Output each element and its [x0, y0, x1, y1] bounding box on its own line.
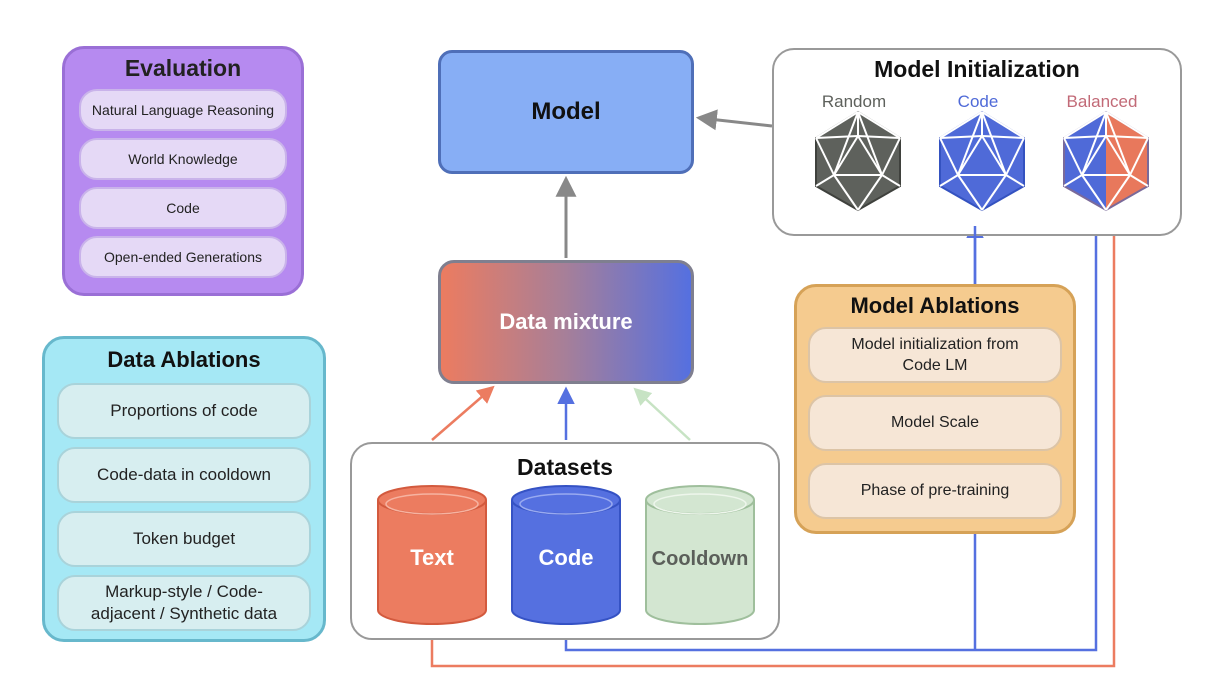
data-ablations-panel: Data Ablations Proportions of code Code-… [42, 336, 326, 642]
arrow-cooldown-to-mixture [633, 387, 691, 441]
code-init-icosahedron-icon [939, 110, 1025, 212]
text-cylinder: Text [377, 485, 487, 625]
evaluation-item-reasoning: Natural Language Reasoning [79, 89, 287, 131]
evaluation-item-open-ended: Open-ended Generations [79, 236, 287, 278]
evaluation-title: Evaluation [124, 55, 242, 81]
evaluation-item-code: Code [79, 187, 287, 229]
model-ablation-model-scale: Model Scale [808, 395, 1062, 451]
text-cylinder-label: Text [410, 545, 454, 570]
cooldown-cylinder: Cooldown [645, 485, 755, 625]
datasets-title: Datasets [517, 454, 613, 480]
evaluation-item-knowledge: World Knowledge [79, 138, 287, 180]
model-box: Model [438, 50, 694, 174]
data-ablation-cooldown: Code-data in cooldown [57, 447, 311, 503]
data-ablation-proportions: Proportions of code [57, 383, 311, 439]
data-ablations-title: Data Ablations [107, 347, 261, 372]
model-ablations-title: Model Ablations [850, 293, 1020, 318]
data-mixture-box: Data mixture [438, 260, 694, 384]
init-option-code-label: Code [957, 92, 999, 111]
code-cylinder-label: Code [539, 545, 594, 570]
data-ablation-token-budget: Token budget [57, 511, 311, 567]
init-option-balanced-label: Balanced [1066, 92, 1138, 111]
balanced-init-icosahedron-icon [1063, 110, 1149, 212]
model-ablations-panel: Model Ablations Model initialization fro… [794, 284, 1076, 534]
dataset-cylinders: Text Code Cooldown [377, 485, 755, 625]
arrow-init-to-model [695, 109, 773, 131]
model-initialization-title: Model Initialization [874, 56, 1080, 82]
data-mixture-label: Data mixture [499, 309, 633, 334]
model-ablation-init-from-code-lm: Model initialization from Code LM [808, 327, 1062, 383]
route-text-to-balanced [430, 210, 1123, 668]
icosahedron-icons [815, 110, 1149, 212]
init-option-random-label: Random [821, 92, 887, 111]
code-cylinder: Code [511, 485, 621, 625]
random-init-icosahedron-icon [815, 110, 901, 212]
arrow-text-to-mixture [431, 385, 495, 441]
evaluation-panel: Evaluation Natural Language Reasoning Wo… [62, 46, 304, 296]
cooldown-cylinder-label: Cooldown [652, 548, 749, 570]
data-ablation-markup-style: Markup-style / Code-adjacent / Synthetic… [57, 575, 311, 631]
model-label: Model [531, 98, 601, 125]
model-ablation-phase-of-pretraining: Phase of pre-training [808, 463, 1062, 519]
